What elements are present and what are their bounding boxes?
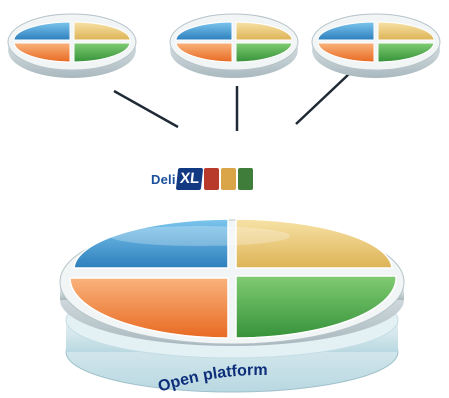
quadrant-blue: [317, 21, 375, 41]
dish-middle: [169, 13, 299, 78]
logo-tile-green: [237, 168, 253, 190]
delixl-logo: Deli XL: [151, 168, 253, 190]
quadrant-green: [73, 42, 131, 63]
quadrant-blue: [13, 21, 71, 41]
dish-rim-top: [311, 13, 441, 71]
connector-left: [113, 89, 179, 129]
quadrant-green: [235, 42, 293, 63]
dish-left: [7, 13, 137, 78]
small-dishes-group: [7, 13, 441, 78]
quadrant-green: [377, 42, 435, 63]
quadrant-orange: [69, 277, 229, 339]
connector-right: [295, 73, 350, 125]
quadrant-yellow: [235, 218, 393, 269]
quadrant-blue: [73, 218, 229, 269]
main-dish: Open platform: [59, 218, 405, 396]
quadrant-yellow: [377, 21, 435, 41]
quadrant-green: [235, 275, 397, 339]
quadrant-orange: [175, 42, 233, 63]
connector-lines: [113, 73, 350, 131]
quadrant-yellow: [73, 21, 131, 41]
logo-brand-text: Deli: [151, 171, 176, 187]
dish-rim-top: [7, 13, 137, 71]
dish-right: [311, 13, 441, 78]
quadrant-orange: [317, 42, 375, 63]
dish-gloss: [110, 226, 290, 246]
quadrant-yellow: [235, 21, 293, 41]
logo-xl-badge: XL: [175, 168, 203, 190]
logo-tile-red: [203, 168, 219, 190]
quadrant-blue: [175, 21, 233, 41]
logo-tile-tan: [220, 168, 236, 190]
quadrant-orange: [13, 42, 71, 63]
dish-rim-top: [169, 13, 299, 71]
